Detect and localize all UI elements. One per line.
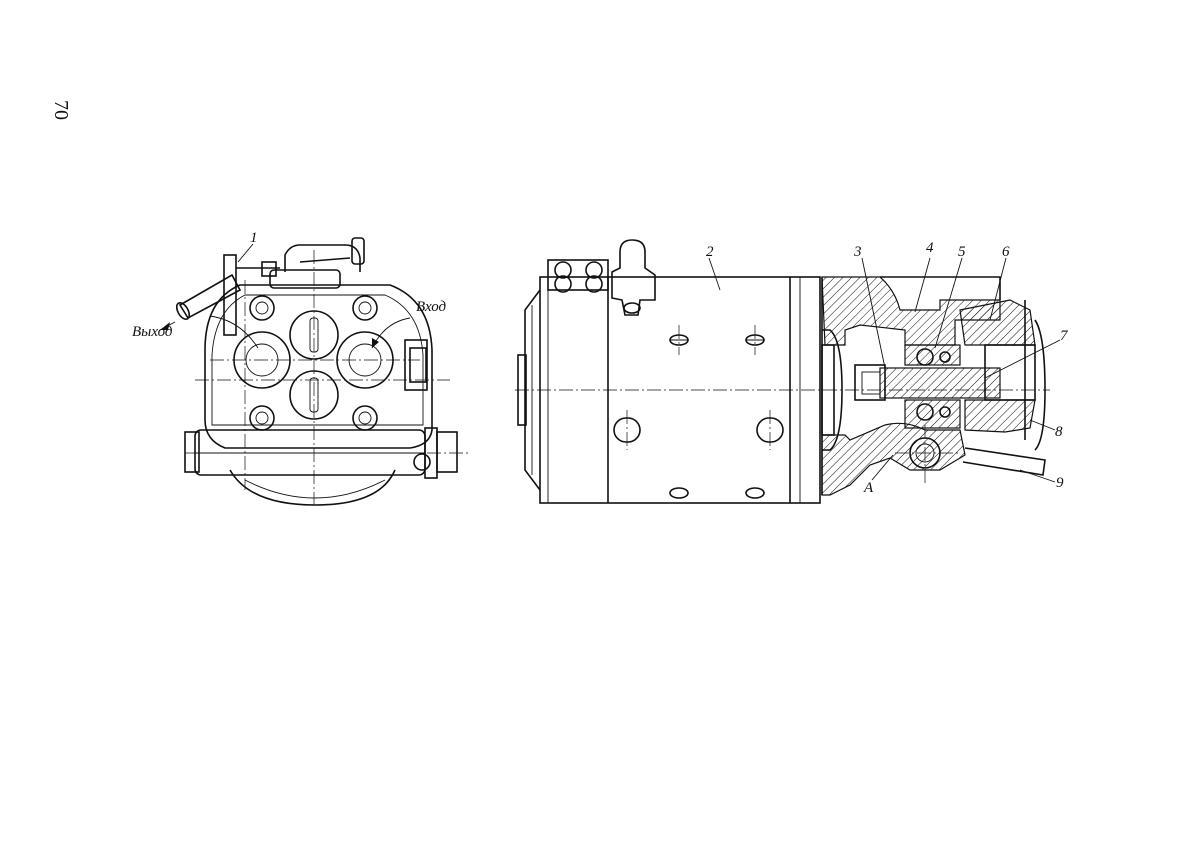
callout-8: 8 (1055, 424, 1063, 440)
side-view (515, 239, 1061, 504)
callout-7: 7 (1060, 328, 1069, 344)
outlet-label: Выход (132, 324, 173, 340)
callout-a: A (863, 480, 874, 496)
inlet-label: Вход (416, 299, 447, 315)
callout-2: 2 (706, 244, 714, 260)
callout-4: 4 (926, 240, 934, 256)
callout-1: 1 (250, 230, 258, 246)
callout-3: 3 (853, 244, 862, 260)
callout-6: 6 (1002, 244, 1010, 260)
callout-9: 9 (1056, 475, 1064, 491)
end-view (159, 237, 470, 506)
callout-5: 5 (958, 244, 966, 260)
